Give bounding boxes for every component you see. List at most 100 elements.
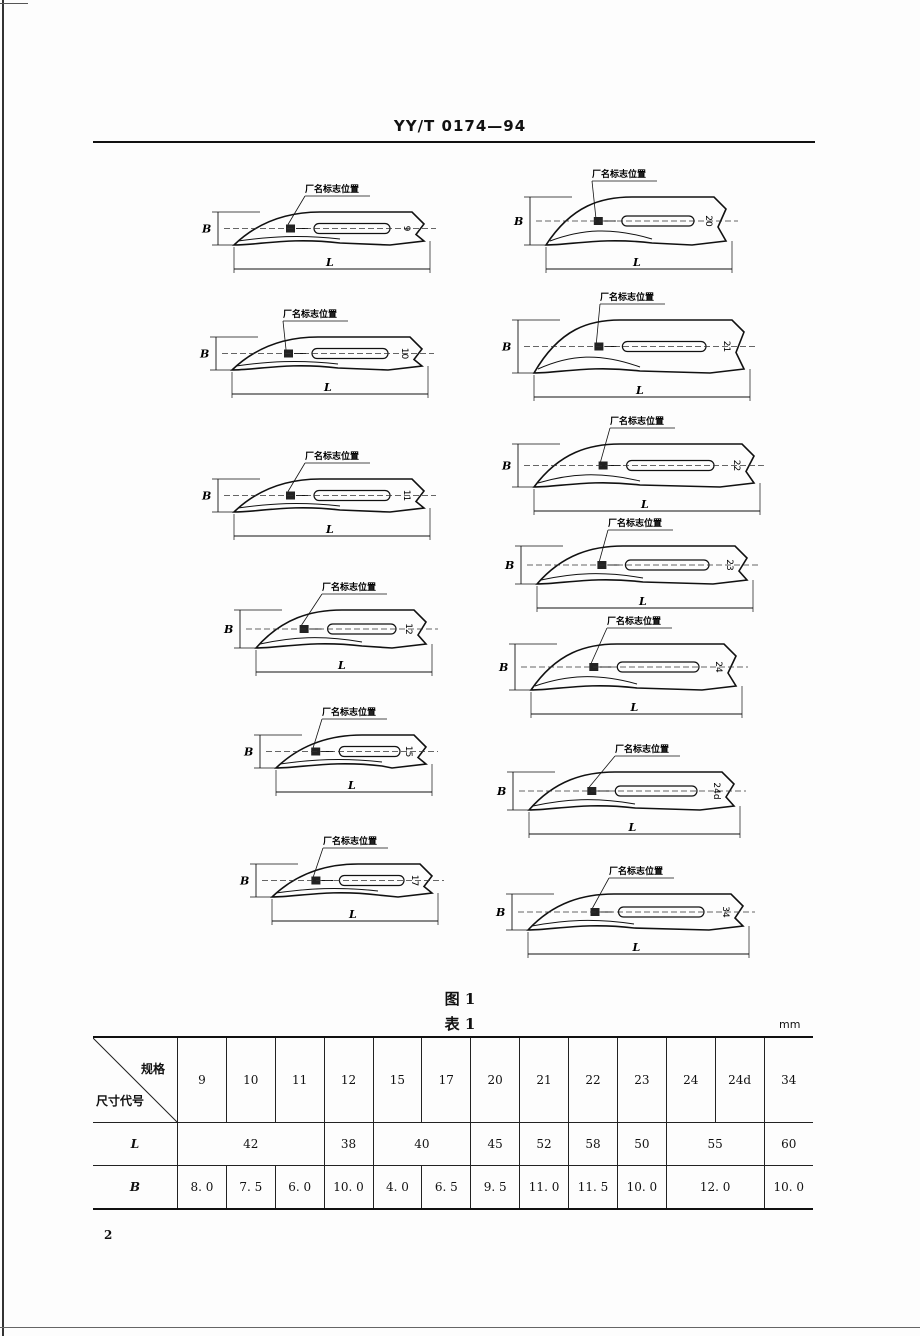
cutting-edge-line — [237, 235, 341, 242]
corner-size-label: 规格 — [140, 1062, 165, 1076]
dim-l-label: L — [638, 595, 647, 608]
dim-l-label: L — [337, 659, 346, 672]
blade-size-label: 12 — [403, 623, 413, 634]
blade-outline — [535, 545, 749, 585]
blade-size-label: 22 — [731, 460, 741, 471]
dim-b-label: B — [501, 460, 511, 473]
dim-l-label: L — [640, 498, 649, 511]
size-header-cell: 34 — [763, 1036, 813, 1123]
value-cell: 7. 5 — [225, 1165, 276, 1210]
mark-label: 厂名标志位置 — [323, 835, 377, 847]
dim-b-label: B — [501, 341, 511, 354]
value-cell: 58 — [568, 1122, 618, 1166]
blade-size-label: 21 — [721, 341, 731, 352]
mark-label: 厂名标志位置 — [322, 581, 376, 593]
value-cell: 38 — [323, 1122, 374, 1166]
dim-l-label: L — [348, 908, 357, 921]
document-id: YY/T 0174—94 — [393, 117, 527, 135]
cutting-edge-line — [532, 799, 636, 807]
cutting-edge-line — [549, 230, 653, 242]
leader-line — [312, 718, 323, 748]
blade-size-label: 23 — [724, 559, 734, 570]
dim-l-label: L — [628, 821, 637, 834]
blade-size-label: 11 — [401, 490, 411, 501]
cutting-edge-line — [537, 356, 641, 370]
slot-outline — [614, 785, 698, 797]
leader-line — [588, 755, 616, 788]
dim-b-label: B — [199, 348, 209, 361]
slot-outline — [616, 661, 700, 673]
cutting-edge-line — [237, 502, 341, 509]
size-header-cell: 15 — [372, 1036, 423, 1123]
mark-box — [598, 461, 608, 470]
blade-figure: 厂名标志位置 B L 21 — [500, 288, 760, 403]
blade-outline — [274, 734, 428, 769]
value-cell: 10. 0 — [763, 1165, 813, 1210]
size-header-cell: 24d — [714, 1036, 765, 1123]
dim-b-label: B — [223, 623, 233, 636]
header-rule — [93, 141, 815, 143]
size-header-cell: 21 — [519, 1036, 570, 1123]
leader-line — [592, 877, 610, 909]
dim-l-label: L — [325, 523, 334, 536]
value-cell: 6. 5 — [421, 1165, 472, 1210]
value-cell: 50 — [616, 1122, 667, 1166]
dim-l-label: L — [635, 384, 644, 397]
dim-l-label: L — [630, 701, 639, 714]
dim-b-label: B — [243, 746, 253, 759]
leader-line — [313, 847, 324, 877]
value-cell: 11. 5 — [568, 1165, 618, 1210]
blade-outline — [532, 443, 756, 488]
blade-size-label: 34 — [720, 906, 730, 918]
mark-box — [311, 876, 321, 885]
dim-l-label: L — [323, 381, 332, 394]
table-corner-cell: 规格 尺寸代号 — [93, 1036, 178, 1123]
mark-label: 厂名标志位置 — [283, 308, 337, 320]
blade-size-label: 15 — [403, 746, 413, 757]
leader-line — [301, 593, 323, 626]
figure-caption: 图 1 — [444, 990, 476, 1008]
corner-dimension-label: 尺寸代号 — [96, 1094, 145, 1108]
blade-size-label: 24d — [711, 782, 721, 799]
page-bottom-line — [0, 1327, 920, 1328]
value-cell: 55 — [665, 1122, 765, 1166]
blade-outline — [527, 771, 736, 811]
leader-line — [591, 180, 597, 218]
size-header-cell: 17 — [421, 1036, 472, 1123]
dim-l-label: L — [325, 256, 334, 269]
size-header-cell: 11 — [274, 1036, 325, 1123]
leader-line — [287, 195, 306, 225]
blade-outline — [232, 478, 426, 513]
value-cell: 10. 0 — [323, 1165, 374, 1210]
cutting-edge-line — [275, 887, 379, 894]
size-header-cell: 10 — [225, 1036, 276, 1123]
cutting-edge-line — [540, 573, 644, 581]
blade-outline — [532, 319, 746, 374]
size-header-cell: 12 — [323, 1036, 374, 1123]
blade-outline — [270, 863, 434, 898]
cutting-edge-line — [279, 758, 383, 765]
value-cell: 10. 0 — [616, 1165, 667, 1210]
mark-label: 厂名标志位置 — [600, 291, 654, 303]
dim-l-label: L — [632, 941, 641, 954]
mark-label: 厂名标志位置 — [592, 168, 646, 180]
dim-b-label: B — [201, 490, 211, 503]
size-header-cell: 22 — [568, 1036, 618, 1123]
